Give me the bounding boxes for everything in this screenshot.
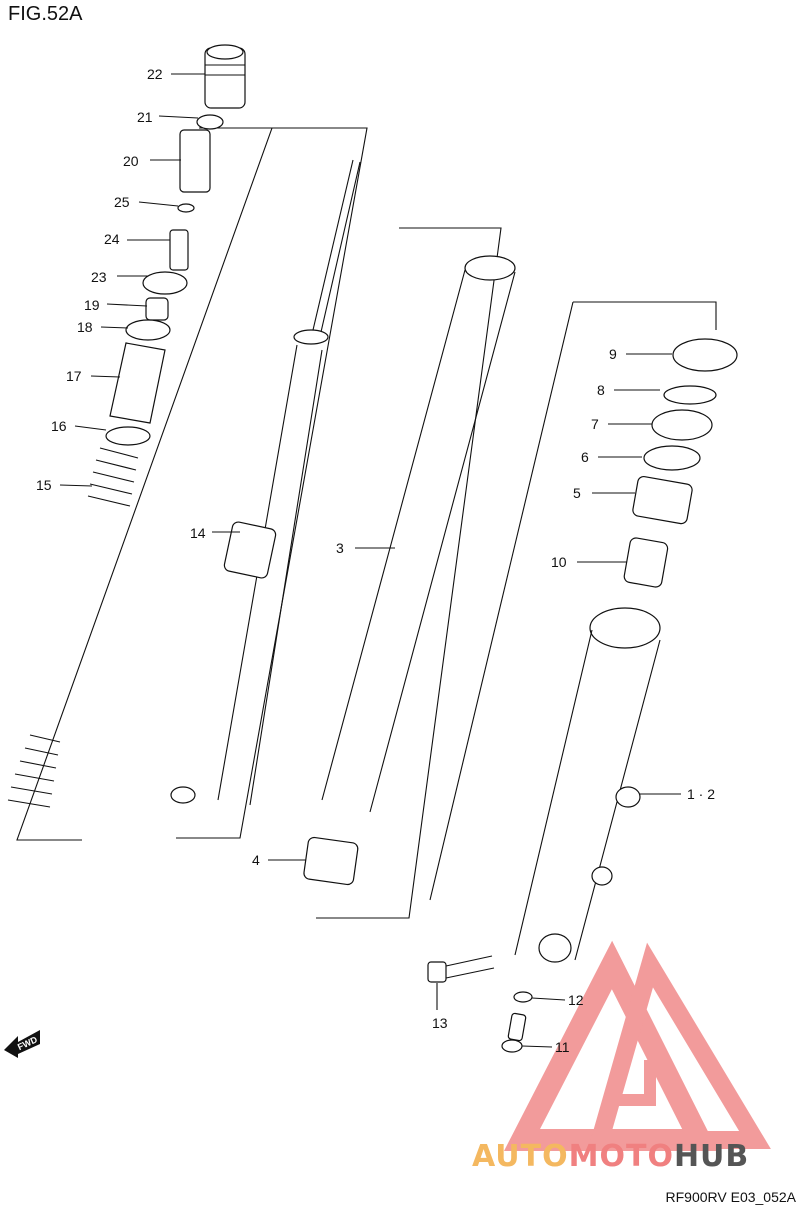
- callout-4: 4: [252, 852, 260, 868]
- seal-stack: [623, 338, 738, 588]
- callout-22: 22: [147, 66, 163, 82]
- callout-13: 13: [432, 1015, 448, 1031]
- callout-7: 7: [591, 416, 599, 432]
- fwd-arrow-icon: FWD: [4, 1030, 40, 1058]
- callout-24: 24: [104, 231, 120, 247]
- inner-tube: [303, 255, 516, 886]
- callout-10: 10: [551, 554, 567, 570]
- damper-rod: [170, 159, 361, 806]
- watermark-logo: [503, 940, 771, 1151]
- callout-9: 9: [609, 346, 617, 362]
- callout-20: 20: [123, 153, 139, 169]
- callout-12: 12: [568, 992, 584, 1008]
- callout-17: 17: [66, 368, 82, 384]
- callout-25: 25: [114, 194, 130, 210]
- callout-19: 19: [84, 297, 100, 313]
- watermark-text: AUTOMOTOHUB: [472, 1139, 749, 1174]
- callout-3: 3: [336, 540, 344, 556]
- callout-6: 6: [581, 449, 589, 465]
- callout-11: 11: [555, 1039, 570, 1055]
- callout-15: 15: [36, 477, 52, 493]
- leader-lines: [59, 73, 681, 1048]
- figure-title: FIG.52A: [8, 3, 83, 25]
- callout-1-2: 1 · 2: [687, 786, 715, 802]
- bolts: [427, 955, 533, 1053]
- callout-16: 16: [51, 418, 67, 434]
- callout-labels: 22 21 20 25 24 23 19 18 17 16 15 14 3 4 …: [36, 66, 715, 1055]
- callout-14: 14: [190, 525, 206, 541]
- callout-18: 18: [77, 319, 93, 335]
- fork-cap-assembly: [7, 44, 246, 808]
- callout-21: 21: [137, 109, 153, 125]
- outer-tube: [514, 607, 661, 963]
- panel-frames: [16, 127, 717, 919]
- callout-8: 8: [597, 382, 605, 398]
- figure-code: RF900RV E03_052A: [665, 1189, 797, 1205]
- callout-5: 5: [573, 485, 581, 501]
- callout-23: 23: [91, 269, 107, 285]
